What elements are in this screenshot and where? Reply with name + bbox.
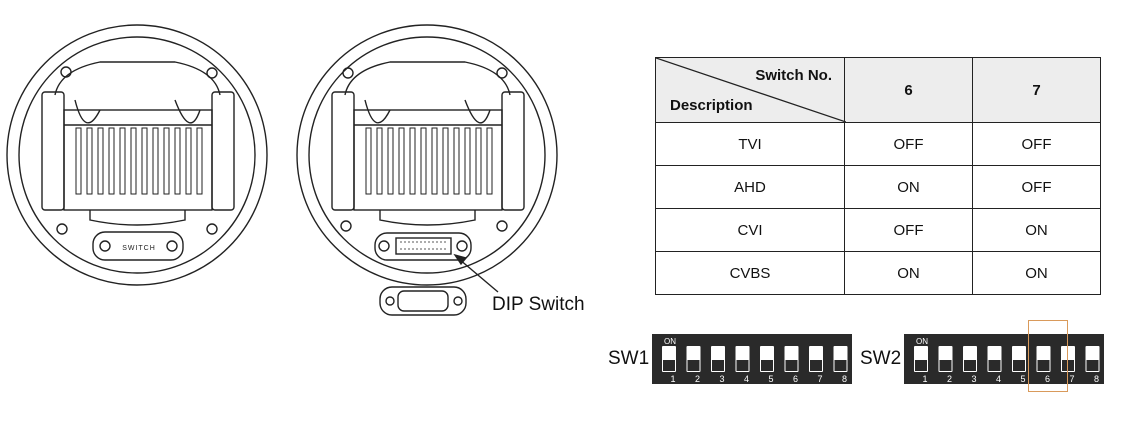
dip-knob-1 bbox=[663, 360, 675, 371]
dip-knob-8 bbox=[1086, 360, 1099, 371]
table-row: CVBS ON ON bbox=[655, 251, 1101, 295]
row-description: CVI bbox=[655, 208, 845, 252]
header-description: Description bbox=[670, 97, 753, 114]
camera-right bbox=[296, 24, 558, 316]
dip-number-8: 8 bbox=[842, 374, 847, 384]
sw2-label: SW2 bbox=[860, 348, 902, 369]
dip-knob-2 bbox=[939, 360, 952, 371]
dip-number-3: 3 bbox=[719, 374, 724, 384]
dip-knob-1 bbox=[915, 360, 927, 371]
header-switch-no: Switch No. bbox=[755, 67, 832, 84]
dip-knob-6 bbox=[1037, 360, 1050, 371]
dip-number-1: 1 bbox=[922, 374, 927, 384]
row-value-7: ON bbox=[972, 208, 1101, 252]
row-value-6: ON bbox=[844, 251, 973, 295]
sw1-dip-graphic: ON 1 2 3 4 5 6 7 8 bbox=[662, 337, 848, 384]
row-value-7: OFF bbox=[972, 165, 1101, 209]
dip-knob-7 bbox=[1062, 360, 1074, 371]
diagonal-header-cell: Switch No. Description bbox=[655, 57, 846, 123]
dip-knob-3 bbox=[964, 360, 976, 371]
dip-knob-8 bbox=[834, 360, 847, 371]
dip-knob-7 bbox=[810, 360, 822, 371]
sw2-highlight-box bbox=[1028, 320, 1068, 392]
dip-knob-5 bbox=[761, 360, 773, 371]
dip-number-4: 4 bbox=[996, 374, 1001, 384]
sw2-dip-switch: ON 1 2 3 4 5 6 7 8 bbox=[904, 334, 1104, 384]
sw1-dip-switch: ON 1 2 3 4 5 6 7 8 bbox=[652, 334, 852, 384]
column-header-6: 6 bbox=[844, 57, 973, 123]
dip-number-8: 8 bbox=[1094, 374, 1099, 384]
dip-number-2: 2 bbox=[947, 374, 952, 384]
sw2-dip-graphic: ON 1 2 3 4 5 6 7 8 bbox=[914, 337, 1100, 384]
dip-number-2: 2 bbox=[695, 374, 700, 384]
row-description: CVBS bbox=[655, 251, 845, 295]
on-label: ON bbox=[916, 337, 928, 346]
camera-left bbox=[6, 24, 268, 286]
table-row: TVI OFF OFF bbox=[655, 122, 1101, 166]
dip-number-7: 7 bbox=[817, 374, 822, 384]
dip-number-5: 5 bbox=[1020, 374, 1025, 384]
dip-number-6: 6 bbox=[1045, 374, 1050, 384]
dip-number-5: 5 bbox=[768, 374, 773, 384]
dip-knob-6 bbox=[785, 360, 798, 371]
on-label: ON bbox=[664, 337, 676, 346]
row-value-7: OFF bbox=[972, 122, 1101, 166]
sw1-label: SW1 bbox=[608, 348, 650, 369]
diagonal-line bbox=[656, 58, 846, 122]
dip-number-7: 7 bbox=[1069, 374, 1074, 384]
dip-switch-arrow bbox=[453, 253, 499, 293]
dip-switch-callout: DIP Switch bbox=[492, 294, 585, 315]
dip-number-6: 6 bbox=[793, 374, 798, 384]
row-value-6: OFF bbox=[844, 208, 973, 252]
table-header-row: Switch No. Description 6 7 bbox=[655, 57, 1101, 123]
dip-knob-4 bbox=[988, 360, 1001, 371]
dip-number-4: 4 bbox=[744, 374, 749, 384]
switch-setting-table: Switch No. Description 6 7 TVI OFF OFF A… bbox=[655, 57, 1101, 295]
row-value-7: ON bbox=[972, 251, 1101, 295]
row-description: TVI bbox=[655, 122, 845, 166]
camera-drawings: SWITCH bbox=[6, 24, 558, 316]
row-value-6: OFF bbox=[844, 122, 973, 166]
dip-number-3: 3 bbox=[971, 374, 976, 384]
row-value-6: ON bbox=[844, 165, 973, 209]
camera-left-switch-label: SWITCH bbox=[122, 245, 156, 252]
table-row: AHD ON OFF bbox=[655, 165, 1101, 209]
row-description: AHD bbox=[655, 165, 845, 209]
dip-knob-2 bbox=[687, 360, 700, 371]
table-row: CVI OFF ON bbox=[655, 208, 1101, 252]
dip-knob-3 bbox=[712, 360, 724, 371]
column-header-7: 7 bbox=[972, 57, 1101, 123]
dip-knob-4 bbox=[736, 360, 749, 371]
dip-knob-5 bbox=[1013, 360, 1025, 371]
dip-number-1: 1 bbox=[670, 374, 675, 384]
